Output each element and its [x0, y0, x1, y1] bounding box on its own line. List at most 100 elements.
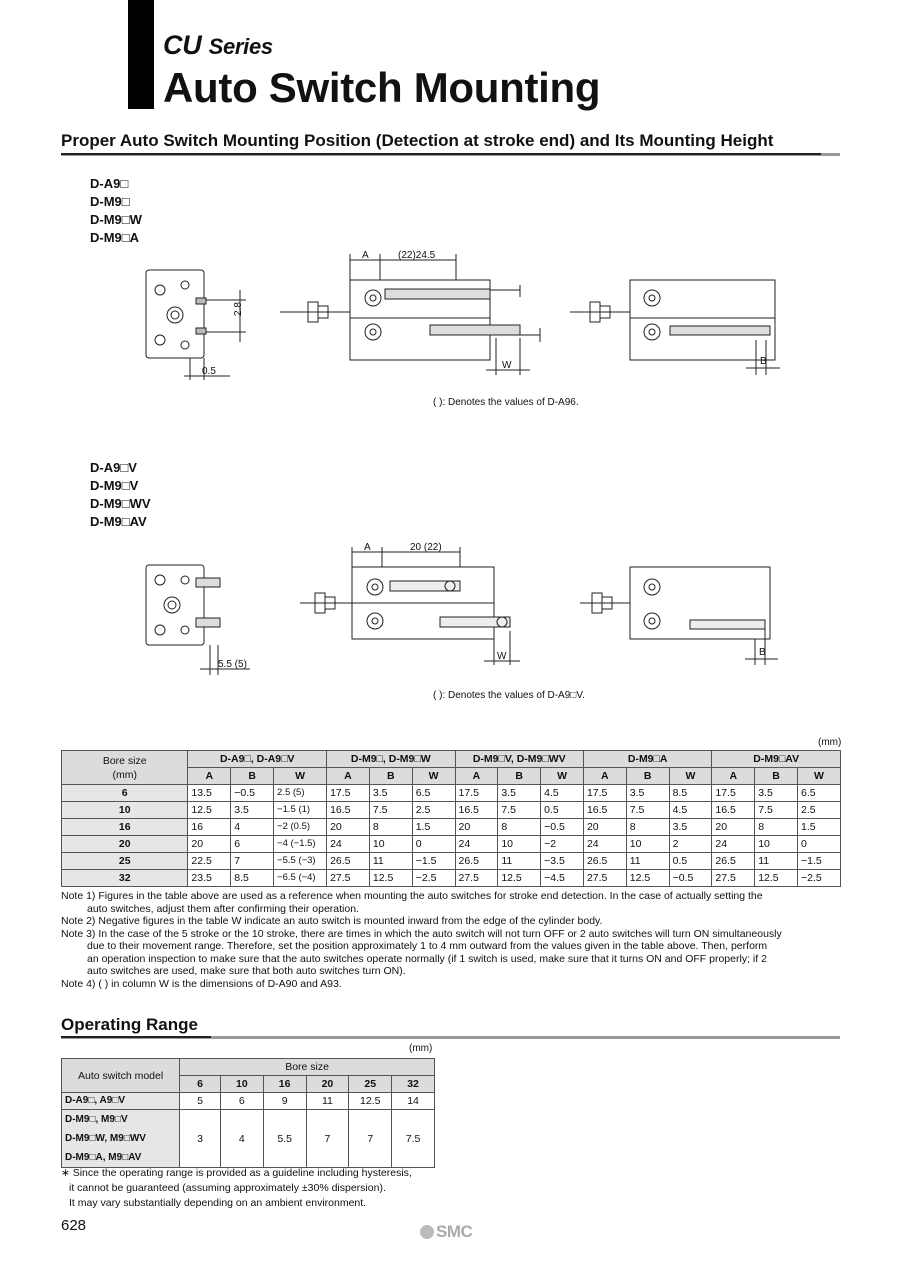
- value-cell: 11: [625, 852, 670, 870]
- value-cell: 12.5: [187, 801, 232, 819]
- group-header: D-A9□, D-A9□V: [187, 750, 328, 768]
- value-cell: 8.5: [230, 869, 275, 887]
- value-cell: 1.5: [411, 818, 456, 836]
- value-cell: 2.5: [411, 801, 456, 819]
- value-cell: 12.5: [754, 869, 798, 887]
- value-cell: −1.5: [411, 852, 456, 870]
- value-cell: 7: [305, 1109, 350, 1168]
- sub-header: W: [540, 767, 584, 785]
- value-cell: 17.5: [582, 784, 627, 802]
- switch-model: D-M9□WV: [90, 496, 151, 511]
- value-cell: 10: [754, 835, 798, 853]
- value-cell: 27.5: [711, 869, 756, 887]
- value-cell: −3.5: [540, 852, 584, 870]
- value-cell: 6: [219, 1092, 264, 1110]
- dim-label: W: [497, 651, 507, 662]
- sub-header: B: [497, 767, 542, 785]
- value-cell: 3.5: [497, 784, 542, 802]
- value-cell: 24: [326, 835, 370, 853]
- operating-range-title: Operating Range: [61, 1015, 198, 1034]
- value-cell: 16.5: [326, 801, 370, 819]
- bore-cell: 16: [60, 818, 189, 836]
- mounting-table: Bore size(mm) D-A9□, D-A9□V D-M9□, D-M9□…: [60, 750, 841, 887]
- value-cell: 0: [797, 835, 841, 853]
- operating-note: it cannot be guaranteed (assuming approx…: [69, 1182, 386, 1194]
- value-cell: 24: [711, 835, 756, 853]
- sub-header: W: [797, 767, 841, 785]
- drawing-note-1: ( ): Denotes the values of D-A96.: [433, 397, 579, 408]
- model-cell: D-A9□, A9□V: [60, 1092, 181, 1110]
- brand-logo: SMC: [420, 1222, 473, 1242]
- value-cell: 3.5: [368, 784, 413, 802]
- value-cell: 20: [326, 818, 370, 836]
- value-cell: 3: [179, 1109, 221, 1168]
- dim-label: A: [362, 250, 369, 261]
- value-cell: 17.5: [326, 784, 370, 802]
- switch-model: D-M9□AV: [90, 514, 147, 529]
- switch-model: D-M9□W: [90, 212, 142, 227]
- value-cell: 22.5: [187, 852, 232, 870]
- value-cell: 4: [230, 818, 275, 836]
- value-cell: 7: [230, 852, 275, 870]
- note-2: Note 2) Negative figures in the table W …: [61, 915, 603, 927]
- value-cell: 8: [754, 818, 798, 836]
- sub-header: W: [273, 767, 328, 785]
- value-cell: −1.5: [797, 852, 841, 870]
- drawing-note-2: ( ): Denotes the values of D-A9□V.: [433, 690, 585, 701]
- switch-model: D-A9□V: [90, 460, 137, 475]
- sub-header: B: [368, 767, 413, 785]
- page-title: Auto Switch Mounting: [163, 64, 601, 111]
- value-cell: −5.5 (−3): [273, 852, 328, 870]
- value-cell: −0.5: [230, 784, 275, 802]
- note-3-cont: auto switches are used, make sure that b…: [87, 965, 406, 977]
- operating-notes: ∗ Since the operating range is provided …: [61, 1166, 412, 1211]
- switch-model: D-A9□: [90, 176, 129, 191]
- value-cell: 17.5: [454, 784, 499, 802]
- bore-col: 32: [391, 1075, 435, 1093]
- switch-model: D-M9□V: [90, 478, 139, 493]
- value-cell: 20: [711, 818, 756, 836]
- value-cell: 3.5: [754, 784, 798, 802]
- value-cell: 27.5: [454, 869, 499, 887]
- dim-label: 2.8: [233, 302, 244, 316]
- sub-header: B: [625, 767, 670, 785]
- value-cell: 10: [368, 835, 413, 853]
- group-header: D-M9□V, D-M9□WV: [454, 750, 584, 768]
- value-cell: 0.5: [668, 852, 713, 870]
- dim-label: B: [760, 356, 767, 367]
- operating-range-rule: [61, 1036, 840, 1039]
- value-cell: 13.5: [187, 784, 232, 802]
- value-cell: 12.5: [497, 869, 542, 887]
- value-cell: 8: [497, 818, 542, 836]
- value-cell: 11: [368, 852, 413, 870]
- bore-cell: 20: [60, 835, 189, 853]
- value-cell: −2: [540, 835, 584, 853]
- switch-model: D-M9□A: [90, 230, 140, 245]
- value-cell: 16: [187, 818, 232, 836]
- dim-label: (22)24.5: [398, 250, 436, 261]
- value-cell: 6.5: [411, 784, 456, 802]
- group-header: D-M9□AV: [711, 750, 841, 768]
- dim-label: B: [759, 647, 766, 658]
- note-3-cont: due to their movement range. Therefore, …: [87, 940, 768, 952]
- sub-header: B: [230, 767, 275, 785]
- bore-cell: 25: [60, 852, 189, 870]
- value-cell: 7.5: [625, 801, 670, 819]
- value-cell: 16.5: [454, 801, 499, 819]
- note-4: Note 4) ( ) in column W is the dimension…: [61, 977, 342, 990]
- bore-col: 25: [348, 1075, 393, 1093]
- value-cell: 27.5: [582, 869, 627, 887]
- value-cell: 0.5: [540, 801, 584, 819]
- value-cell: 12.5: [348, 1092, 393, 1110]
- value-cell: 12.5: [368, 869, 413, 887]
- value-cell: 11: [305, 1092, 350, 1110]
- value-cell: 7.5: [754, 801, 798, 819]
- value-cell: 2.5 (5): [273, 784, 328, 802]
- switch-model: D-M9□: [90, 194, 130, 209]
- value-cell: 24: [454, 835, 499, 853]
- bore-cell: 10: [60, 801, 189, 819]
- title-bar: [128, 0, 154, 109]
- value-cell: 1.5: [797, 818, 841, 836]
